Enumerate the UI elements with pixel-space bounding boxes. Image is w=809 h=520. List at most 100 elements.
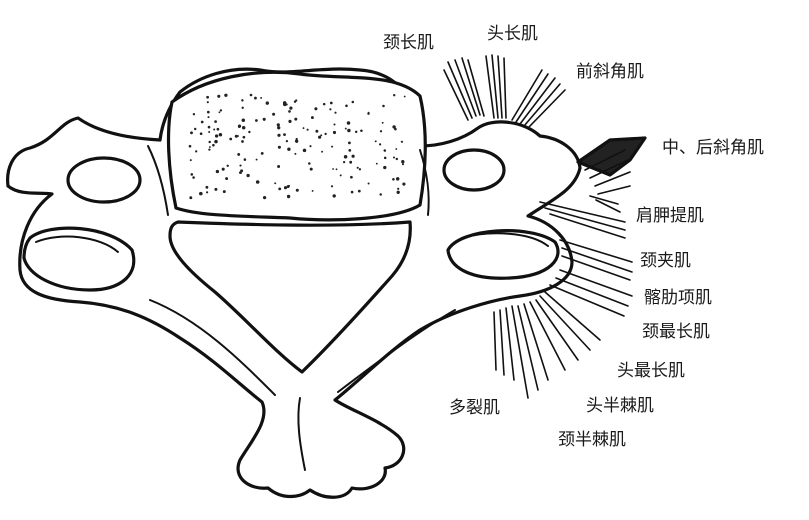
stipple-dot <box>237 152 241 156</box>
stipple-dot <box>240 169 244 173</box>
stipple-dot <box>205 191 209 194</box>
stipple-dot <box>334 111 337 114</box>
stipple-dot <box>237 125 241 128</box>
stipple-dot <box>274 182 277 185</box>
stipple-dot <box>367 112 370 115</box>
label-iliocostalis-cervicis: 髂肋项肌 <box>644 288 712 308</box>
stipple-dot <box>234 134 238 138</box>
stipple-dot <box>207 116 210 119</box>
stipple-dot <box>321 150 324 153</box>
longissimus-fibers <box>529 291 601 371</box>
stipple-dot <box>302 148 307 153</box>
stipple-dot <box>357 189 361 193</box>
stipple-dot <box>332 168 335 170</box>
label-longus-capitis: 头长肌 <box>487 24 538 44</box>
label-scalenus-medius-posterior: 中、后斜角肌 <box>662 138 764 158</box>
stipple-dot <box>255 119 258 122</box>
stipple-dot <box>192 176 195 179</box>
stipple-dot <box>306 128 309 131</box>
right-facet-shading <box>461 232 549 247</box>
stipple-dot <box>395 177 400 181</box>
stipple-dot <box>277 145 281 149</box>
stipple-dot <box>397 187 400 190</box>
stipple-dot <box>346 121 351 125</box>
stipple-dot <box>199 132 203 136</box>
stipple-dot <box>295 140 299 143</box>
stipple-dot <box>324 132 327 136</box>
stipple-dot <box>277 126 281 130</box>
stipple-dot <box>253 96 257 100</box>
stipple-dot <box>276 123 280 127</box>
stipple-dot <box>379 130 383 133</box>
stipple-dot <box>241 99 244 102</box>
stipple-dot <box>383 165 387 170</box>
stipple-dot <box>400 140 404 143</box>
stipple-dot <box>331 145 334 148</box>
stipple-dot <box>314 107 318 111</box>
stipple-dot <box>218 111 221 114</box>
stipple-dot <box>217 94 221 98</box>
stipple-dot <box>283 186 288 190</box>
stipple-dot <box>199 191 203 196</box>
stipple-dot <box>193 127 197 131</box>
stipple-dot <box>206 101 209 104</box>
stipple-dot <box>277 133 281 137</box>
stipple-dot <box>349 160 353 164</box>
stipple-dot <box>190 131 193 135</box>
stipple-dot <box>208 131 211 133</box>
right-pedicle-line <box>419 149 430 216</box>
stipple-dot <box>332 130 337 135</box>
stipple-dot <box>224 93 228 97</box>
label-levator-scapulae: 肩胛提肌 <box>636 206 704 226</box>
stipple-dot <box>222 190 226 194</box>
stipple-dot <box>265 101 269 105</box>
stipple-dot <box>383 156 387 160</box>
stipple-dot <box>332 194 336 198</box>
stipple-dot <box>288 110 291 113</box>
stipple-dot <box>229 137 233 141</box>
stipple-dot <box>402 182 406 186</box>
stipple-dot <box>375 162 378 165</box>
stipple-dot <box>356 166 359 169</box>
stipple-dot <box>345 104 348 108</box>
stipple-dot <box>295 188 299 192</box>
stipple-dot <box>226 164 229 167</box>
scalenus-medius-fibers <box>576 136 647 195</box>
stipple-dot <box>392 125 396 129</box>
stipple-dot <box>262 195 267 200</box>
stipple-dot <box>342 160 346 164</box>
scalenus-anterior-fibers <box>511 69 566 129</box>
stipple-dot <box>189 196 193 200</box>
stipple-dot <box>214 139 218 144</box>
stipple-dot <box>322 102 326 106</box>
spinous-process-line <box>297 397 306 471</box>
stipple-dot <box>249 93 253 97</box>
stipple-dot <box>395 157 398 161</box>
stipple-dot <box>243 158 247 161</box>
stipple-dot <box>288 119 292 123</box>
stipple-dot <box>219 109 223 112</box>
stipple-dot <box>255 158 258 161</box>
stipple-dot <box>260 96 263 99</box>
stipple-dot <box>208 140 211 144</box>
stipple-dot <box>348 141 351 145</box>
stipple-dot <box>401 163 405 166</box>
body-stippling <box>188 93 406 200</box>
vertebral-foramen <box>168 220 412 374</box>
left-pedicle-line <box>147 145 169 216</box>
stipple-dot <box>238 171 242 174</box>
stipple-dot <box>286 194 291 199</box>
stipple-dot <box>308 162 311 165</box>
stipple-dot <box>350 190 354 194</box>
stipple-dot <box>239 164 242 167</box>
stipple-dot <box>347 128 351 133</box>
stipple-dot <box>329 108 332 111</box>
multifidus-fibers <box>493 307 515 381</box>
stipple-dot <box>205 185 209 189</box>
stipple-dot <box>216 127 220 131</box>
stipple-dot <box>288 184 290 187</box>
vertebral-body <box>166 70 427 222</box>
stipple-dot <box>241 140 244 143</box>
